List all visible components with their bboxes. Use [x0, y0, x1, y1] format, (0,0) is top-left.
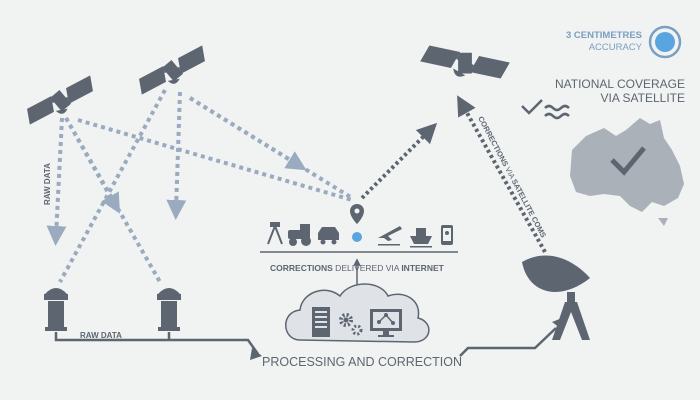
satellite-dish-icon	[522, 255, 590, 340]
gnss-satellite-2-icon	[133, 43, 211, 97]
water-check-icon	[521, 99, 570, 120]
processing-cloud	[285, 283, 430, 343]
satellite-coms-label: CORRECTIONS VIA SATELLITE COMS	[476, 115, 548, 239]
processing-to-dish-line	[459, 327, 557, 357]
user-to-relay-satellite-link	[360, 122, 438, 200]
phone-pin-icon	[441, 225, 453, 245]
coverage-line2: VIA SATELLITE	[601, 91, 685, 105]
dish-to-relay-satellite-link	[457, 95, 547, 253]
user-position-dot	[352, 232, 362, 242]
monitor-network-icon	[370, 309, 402, 337]
corrections-internet-label: CORRECTIONS DELIVERED VIA INTERNET	[270, 263, 445, 273]
sat1-to-station1-link	[46, 117, 67, 246]
australia-check-icon	[610, 146, 646, 176]
raw-data-horizontal-label: RAW DATA	[80, 331, 122, 340]
sat1-to-user-link	[77, 118, 353, 202]
car-icon	[318, 227, 339, 245]
raw-data-vertical-label: RAW DATA	[43, 163, 52, 205]
user-icons-row	[267, 204, 453, 248]
tractor-icon	[288, 224, 311, 246]
server-icon	[312, 307, 330, 337]
processing-label: PROCESSING AND CORRECTION	[262, 355, 462, 369]
sat2-to-user-link	[188, 96, 354, 200]
location-pin-icon	[350, 204, 364, 242]
sat2-to-user-arrow	[188, 96, 307, 171]
sat2-to-station1-link	[58, 89, 167, 283]
accuracy-target-icon	[648, 25, 682, 59]
gears-icon	[339, 313, 363, 336]
processing-arrowhead	[250, 348, 262, 360]
sat1-to-station2-link	[64, 117, 162, 283]
ground-station-1-icon	[44, 288, 68, 331]
ground-station-2-icon	[157, 288, 181, 331]
airplane-icon	[378, 226, 402, 246]
accuracy-value: 3 CENTIMETRES	[566, 30, 642, 41]
satellite-coms-links	[360, 95, 547, 253]
station-to-processing-line	[54, 332, 260, 355]
relay-satellite-icon	[418, 21, 512, 103]
surveyor-icon	[267, 222, 283, 245]
coverage-line1: NATIONAL COVERAGE	[555, 77, 685, 91]
accuracy-label: ACCURACY	[589, 42, 643, 53]
ship-icon	[410, 228, 432, 248]
raw-data-links	[46, 89, 354, 283]
gnss-satellite-1-icon	[21, 73, 99, 127]
australia-map-icon	[570, 118, 684, 226]
sat1-to-station2-arrow	[64, 117, 120, 214]
